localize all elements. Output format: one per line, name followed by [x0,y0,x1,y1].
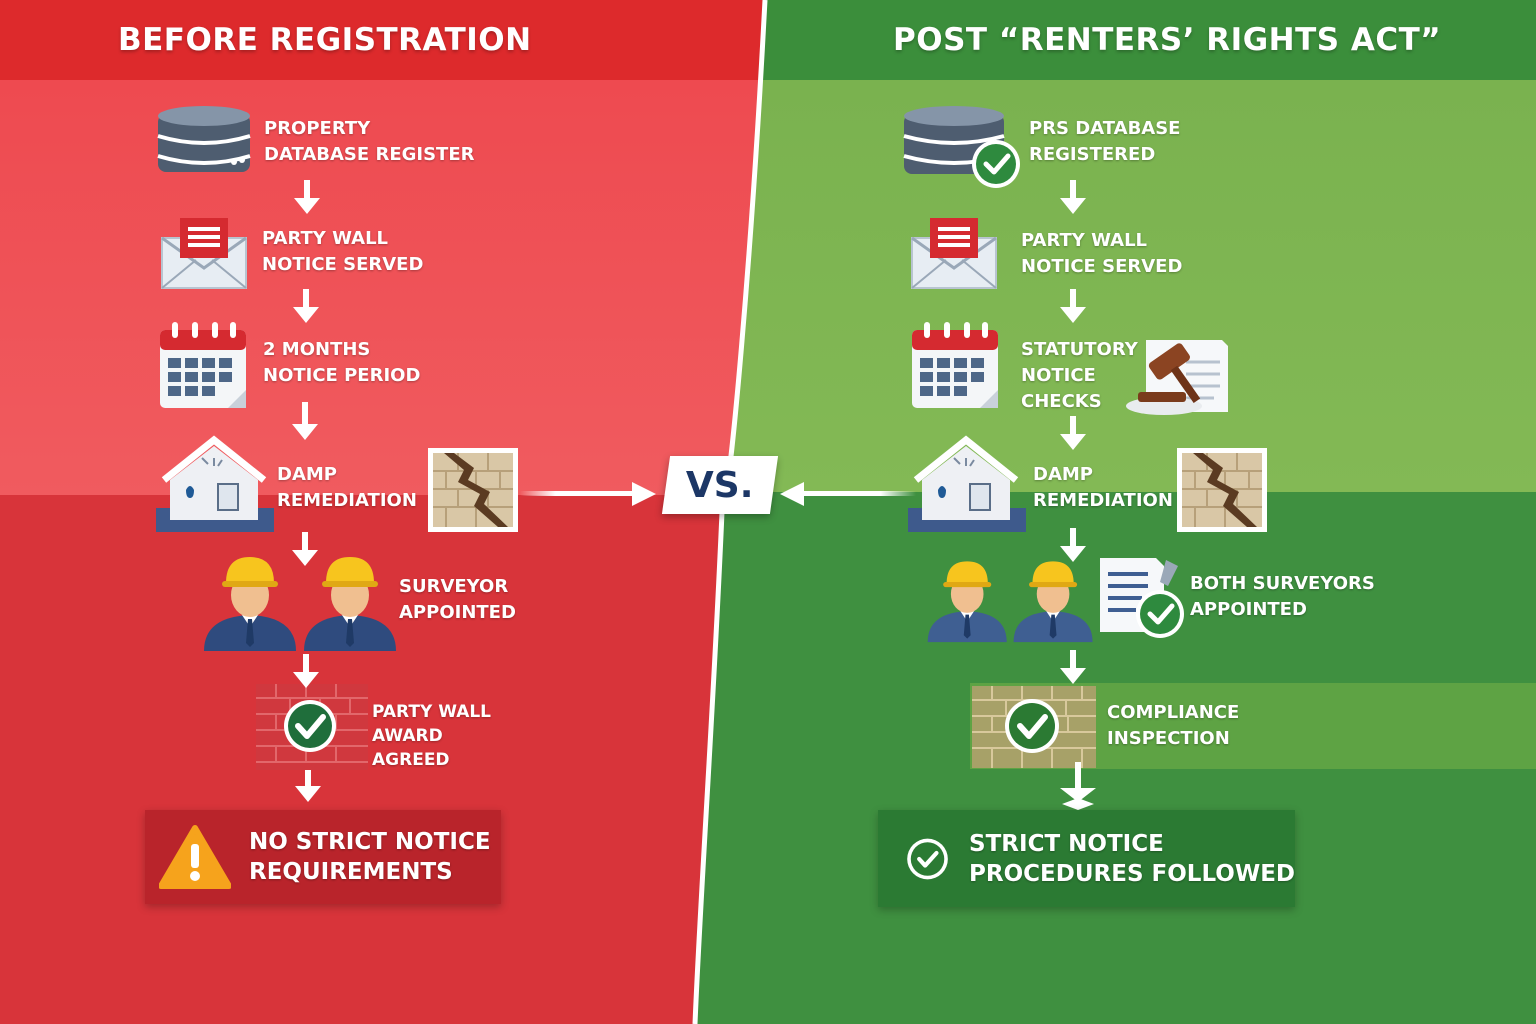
surveyors-icon [927,561,1093,643]
flow-arrow-down [292,532,318,566]
envelope-notice-icon [161,218,247,289]
vs-badge: VS. [661,456,779,514]
cracked-wall-icon [1177,448,1267,532]
check-circle-icon [907,838,948,879]
cracked-wall-icon [428,448,518,532]
flow-arrow-down [294,180,320,214]
gavel-document-icon [1126,340,1228,415]
flow-arrow-down [295,770,321,802]
right-panel-title: POST “RENTERS’ RIGHTS ACT” [893,22,1442,58]
flow-arrow-down [293,289,319,323]
document-check-icon [1100,558,1184,638]
flow-arrow-down [293,654,319,688]
flow-arrow-down [1060,650,1086,684]
brick-wall-check-icon [256,684,368,770]
damp-house-icon [156,435,274,532]
flow-arrow-down [1060,289,1086,323]
flow-arrow-down [292,402,318,440]
flow-arrow-down [1060,528,1086,562]
calendar-icon [160,322,246,408]
flow-arrow-down [1060,762,1096,810]
left-panel-title: BEFORE REGISTRATION [118,22,532,58]
damp-house-icon [908,435,1026,532]
envelope-notice-icon [911,218,997,289]
database-check-icon [903,106,1020,188]
flow-arrow-down [1060,416,1086,450]
vs-arrow-left-to-center [520,482,656,506]
flow-arrow-down [1060,180,1086,214]
surveyors-icon [204,557,396,651]
vs-arrow-right-to-center [780,482,916,506]
vs-label: VS. [686,464,754,506]
calendar-icon [912,322,998,408]
compliance-wall-check-icon [972,686,1096,768]
database-icon [157,106,251,172]
warning-icon [159,825,231,889]
